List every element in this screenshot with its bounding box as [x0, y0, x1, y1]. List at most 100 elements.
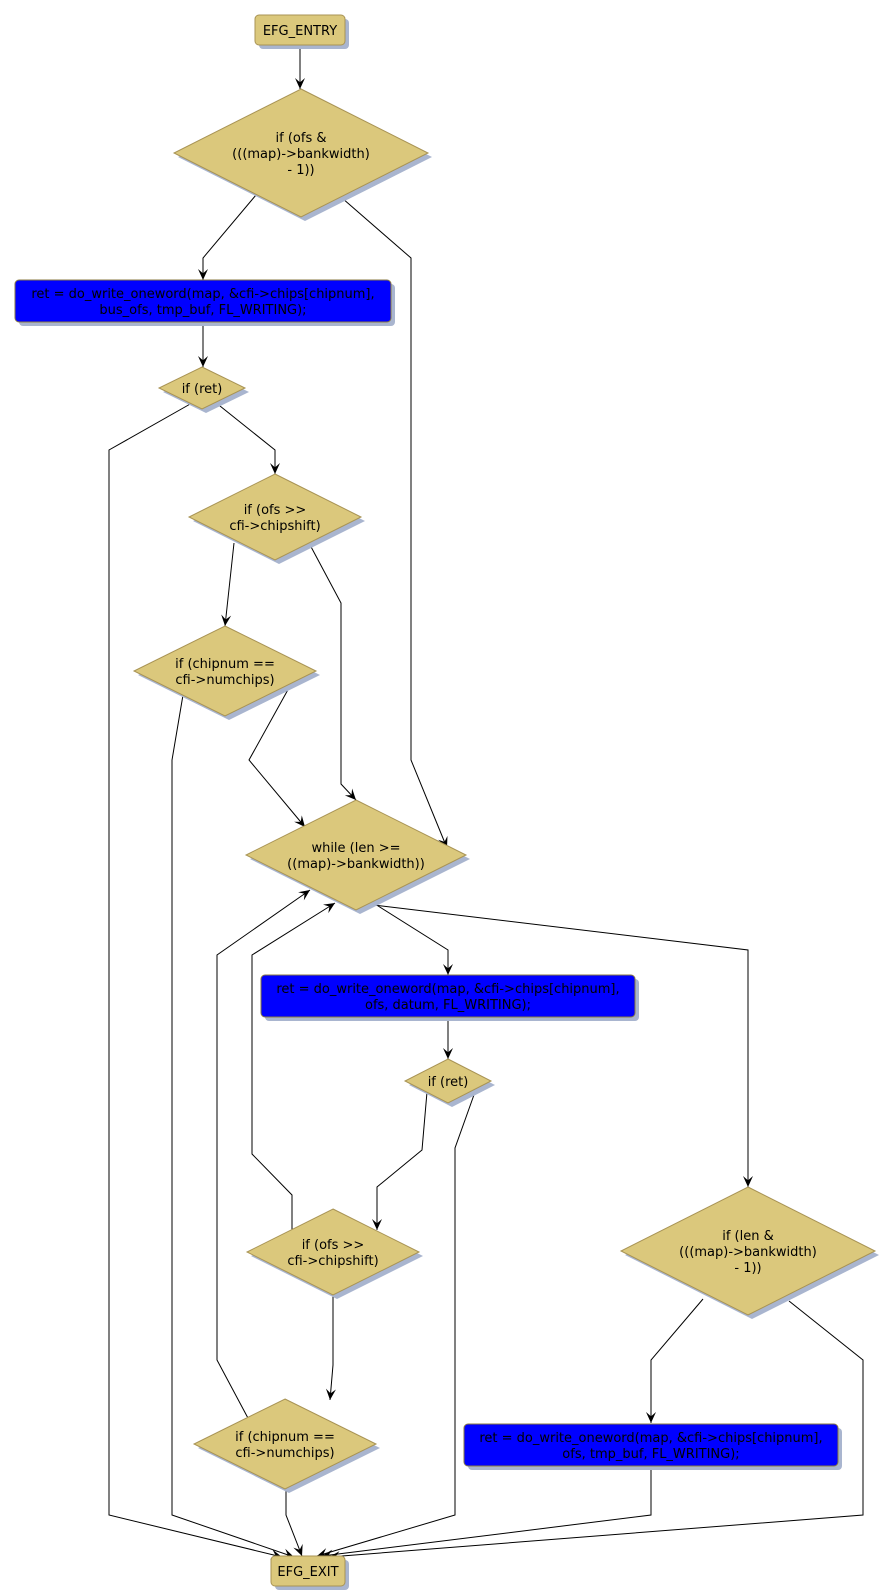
arrowhead-icon	[443, 964, 453, 975]
edge-line	[285, 1490, 303, 1557]
edges-layer	[108, 45, 864, 1562]
edge-line	[376, 1091, 428, 1230]
terminal-box	[270, 1555, 346, 1587]
edge-c_while-to-c_len_bank	[373, 904, 753, 1187]
node-label-line: if (ofs >>	[244, 503, 307, 518]
node-label-line: while (len >=	[311, 841, 400, 856]
decision-diamond	[244, 799, 468, 911]
node-label-line: cfi->chipshift)	[229, 519, 320, 534]
arrowhead-icon	[198, 356, 208, 367]
node-c-while[interactable]: while (len >=((map)->bankwidth))	[244, 799, 470, 914]
edge-line	[308, 542, 357, 801]
edge-line	[108, 402, 283, 1558]
decision-diamond	[157, 366, 247, 410]
edge-c_shift1-to-c_numchips1	[221, 542, 235, 627]
node-label-line: ret = do_write_oneword(map, &cfi->chips[…	[479, 1431, 822, 1446]
arrowhead-icon	[646, 1412, 656, 1423]
edge-c_numchips2-to-exit	[285, 1490, 303, 1557]
node-label-line: if (len &	[722, 1229, 774, 1244]
node-c-shift1[interactable]: if (ofs >>cfi->chipshift)	[187, 473, 365, 564]
node-label-line: cfi->numchips)	[235, 1446, 334, 1461]
node-label-line: if (chipnum ==	[175, 657, 275, 672]
node-c-numchips2[interactable]: if (chipnum ==cfi->numchips)	[192, 1398, 380, 1493]
edge-c_numchips1-to-c_while	[248, 685, 306, 828]
node-s-write-datum[interactable]: ret = do_write_oneword(map, &cfi->chips[…	[260, 974, 639, 1021]
node-label-line: ((map)->bankwidth))	[287, 857, 425, 872]
arrowhead-icon	[317, 1548, 329, 1558]
edge-line	[328, 1300, 864, 1558]
decision-diamond	[619, 1186, 877, 1316]
node-label-line: if (ofs &	[276, 131, 327, 146]
edge-c_while-to-s_write_datum	[374, 903, 453, 975]
arrowhead-icon	[293, 1543, 303, 1556]
node-label-line: ret = do_write_oneword(map, &cfi->chips[…	[276, 982, 619, 997]
node-label-line: EFG_ENTRY	[263, 24, 337, 39]
node-c-ret2[interactable]: if (ret)	[403, 1058, 495, 1107]
node-label-line: bus_ofs, tmp_buf, FL_WRITING);	[99, 303, 306, 318]
node-s-write-tmp[interactable]: ret = do_write_oneword(map, &cfi->chips[…	[463, 1423, 842, 1470]
edge-line	[321, 1466, 652, 1557]
edge-line	[329, 1296, 334, 1401]
edge-line	[373, 904, 749, 1187]
node-label-line: if (ret)	[182, 382, 223, 397]
edge-line	[214, 401, 276, 474]
node-c-numchips1[interactable]: if (chipnum ==cfi->numchips)	[132, 625, 320, 720]
decision-diamond	[132, 625, 318, 717]
edge-line	[216, 889, 311, 1421]
decision-diamond	[403, 1058, 493, 1104]
node-label-line: if (ofs >>	[302, 1238, 365, 1253]
edge-s_write_datum-to-c_ret2	[443, 1017, 453, 1059]
edge-s_write_bus-to-c_ret1	[198, 322, 208, 367]
arrowhead-icon	[221, 614, 232, 626]
node-label-line: if (chipnum ==	[235, 1430, 335, 1445]
terminal-box	[254, 14, 346, 46]
statement-box	[463, 1423, 839, 1467]
node-label-line: cfi->chipshift)	[287, 1254, 378, 1269]
edge-line	[251, 902, 336, 1232]
edge-c_numchips2-to-c_while	[216, 889, 311, 1421]
edge-line	[224, 542, 235, 627]
edge-line	[341, 197, 448, 849]
edge-line	[316, 1091, 476, 1557]
arrowhead-icon	[325, 1388, 336, 1400]
node-label-line: if (ret)	[428, 1075, 469, 1090]
arrowhead-icon	[198, 269, 208, 280]
arrowhead-icon	[323, 903, 335, 914]
edge-line	[650, 1298, 704, 1423]
edge-line	[248, 685, 306, 828]
arrowhead-icon	[372, 1219, 382, 1230]
decision-diamond	[172, 88, 430, 218]
edge-entry-to-c_ofs_bank	[295, 45, 305, 89]
node-c-ofs-bank[interactable]: if (ofs &(((map)->bankwidth)- 1))	[172, 88, 432, 221]
edge-c_ofs_bank-to-s_write_bus	[198, 194, 257, 280]
arrowhead-icon	[743, 1176, 753, 1187]
edge-line	[202, 194, 257, 280]
decision-diamond	[187, 473, 363, 561]
node-c-ret1[interactable]: if (ret)	[157, 366, 249, 413]
node-entry[interactable]: EFG_ENTRY	[254, 14, 349, 49]
arrowhead-icon	[443, 1048, 453, 1059]
arrowhead-icon	[295, 78, 305, 89]
node-s-write-bus[interactable]: ret = do_write_oneword(map, &cfi->chips[…	[14, 279, 395, 326]
node-exit[interactable]: EFG_EXIT	[270, 1555, 349, 1590]
node-label-line: - 1))	[734, 1261, 761, 1276]
node-c-len-bank[interactable]: if (len &(((map)->bankwidth)- 1))	[619, 1186, 879, 1319]
node-label-line: ofs, datum, FL_WRITING);	[365, 998, 531, 1013]
arrowhead-icon	[270, 463, 280, 474]
arrowhead-icon	[344, 788, 356, 800]
arrowhead-icon	[298, 890, 310, 901]
edge-s_write_tmp-to-exit	[321, 1466, 652, 1560]
edge-c_ret2-to-exit	[316, 1091, 476, 1558]
node-label-line: ofs, tmp_buf, FL_WRITING);	[562, 1447, 739, 1462]
decision-diamond	[192, 1398, 378, 1490]
edge-c_len_bank-to-s_write_tmp	[646, 1298, 704, 1423]
edge-c_ret1-to-exit	[108, 402, 283, 1560]
edge-line	[171, 694, 295, 1558]
node-c-shift2[interactable]: if (ofs >>cfi->chipshift)	[245, 1208, 423, 1299]
edge-c_ret2-to-c_shift2	[372, 1091, 428, 1230]
edge-c_shift1-to-c_while	[308, 542, 357, 801]
edge-line	[374, 903, 449, 975]
statement-box	[14, 279, 392, 323]
